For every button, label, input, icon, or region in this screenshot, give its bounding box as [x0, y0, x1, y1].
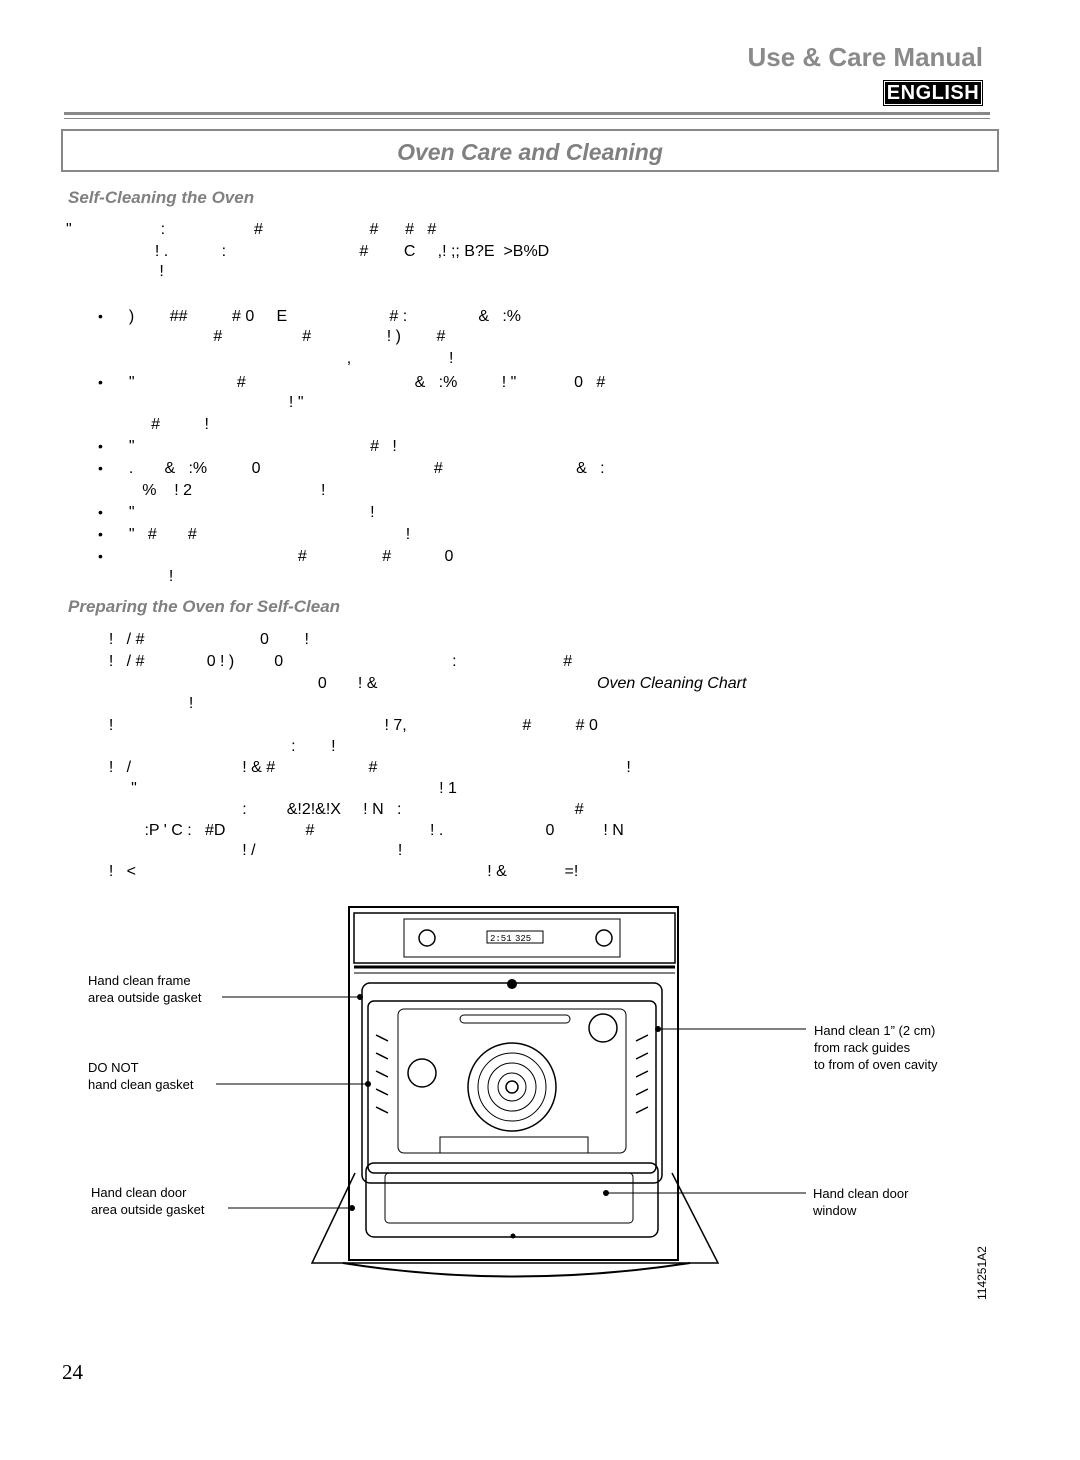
step-line: : !	[100, 738, 336, 755]
oven-display-time: 2:51	[490, 934, 512, 944]
page-number: 24	[62, 1360, 83, 1384]
section-title: Oven Care and Cleaning	[397, 139, 663, 165]
intro-line: !	[66, 263, 164, 280]
step-line: !	[100, 695, 194, 712]
step-line: " ! 1	[100, 780, 457, 797]
step-line: : &!2!&!X ! N : #	[100, 801, 584, 818]
step-line: ! ! 7, # # 0	[100, 717, 598, 734]
section-title-box: Oven Care and Cleaning	[61, 129, 999, 172]
intro-line: ! . : # C ,! ;; B?E >B%D	[66, 243, 550, 260]
chart-reference: Oven Cleaning Chart	[597, 675, 747, 692]
callout-door-area: Hand clean door area outside gasket	[91, 1185, 205, 1217]
callout-gasket: DO NOT hand clean gasket	[88, 1060, 194, 1092]
intro-line: " : # # # #	[66, 221, 437, 238]
step-line: 0 ! &	[100, 675, 378, 692]
step-line: ! / # 0 ! ) 0 : #	[100, 653, 573, 670]
header-rule-thick	[64, 112, 990, 115]
callout-door-window: Hand clean door window	[813, 1186, 909, 1218]
callout-frame: Hand clean frame area outside gasket	[88, 973, 202, 1005]
step-line: :P ' C : #D # ! . 0 ! N	[100, 822, 624, 839]
language-badge: ENGLISH	[883, 80, 983, 106]
step-line: ! < ! & =!	[100, 863, 579, 880]
figure-code: 114251A2	[975, 1246, 989, 1300]
header-rule-thin	[64, 118, 990, 119]
self-clean-heading: Self-Cleaning the Oven	[68, 188, 255, 207]
oven-display-temp: 325	[515, 934, 531, 944]
step-line: ! / !	[100, 842, 403, 859]
prepare-heading: Preparing the Oven for Self-Clean	[68, 597, 341, 616]
step-line: ! / # 0 !	[100, 631, 309, 648]
manual-title: Use & Care Manual	[747, 42, 983, 72]
callout-rack-guides: Hand clean 1” (2 cm) from rack guides to…	[814, 1023, 938, 1072]
step-line: ! / ! & # # !	[100, 759, 631, 776]
oven-diagram: 2:51 325	[216, 906, 806, 1278]
